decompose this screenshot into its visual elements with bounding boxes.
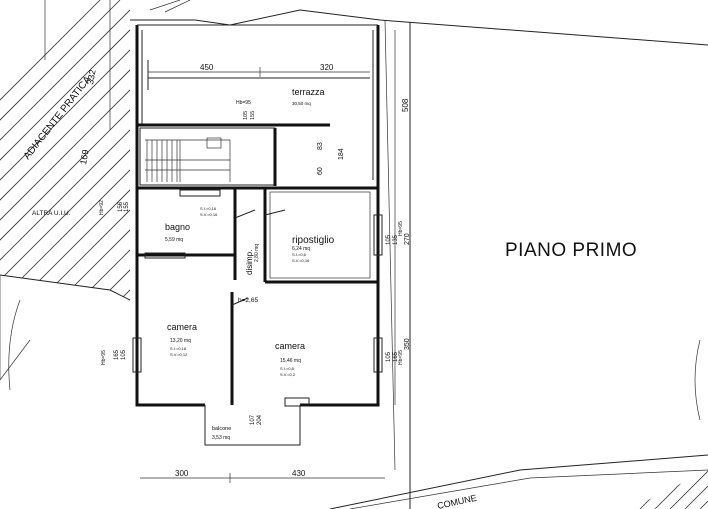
dim-right-mid-window2: 135 bbox=[393, 234, 399, 245]
room-ripostiglio-area: 6,24 mq bbox=[292, 246, 310, 252]
dim-stair-b: 184 bbox=[338, 148, 345, 160]
room-bagno-area: 5,59 mq bbox=[165, 237, 183, 243]
dim-right-low-window: 105 bbox=[386, 351, 392, 362]
room-camera-right-area: 15,46 mq bbox=[280, 358, 301, 364]
dim-stair-a: 83 bbox=[317, 142, 324, 150]
room-camera-right-sub2: S.V.=0,2 bbox=[280, 372, 296, 377]
room-ripostiglio-sub2: S.V.=0,16 bbox=[292, 258, 310, 263]
dim-right-low-hb: Hb=95 bbox=[398, 350, 404, 365]
dim-top-left: 450 bbox=[200, 63, 214, 72]
dim-bottom-right: 430 bbox=[292, 469, 306, 478]
dim-stair-c: 60 bbox=[317, 167, 324, 175]
road-boundary bbox=[329, 339, 708, 509]
room-bagno-name: bagno bbox=[165, 222, 190, 232]
room-terrazza-area: 30,50 mq bbox=[292, 101, 311, 106]
height-note: h=2,65 bbox=[238, 297, 258, 304]
room-ripostiglio-sub1: S.I.=0,6 bbox=[292, 252, 307, 257]
dim-top-right: 320 bbox=[320, 63, 334, 72]
room-disimp-name: disimp. bbox=[245, 250, 254, 275]
dim-left-side-b: 155 bbox=[124, 201, 130, 212]
room-camera-left-sub2: S.V.=0,12 bbox=[170, 352, 188, 357]
top-boundary bbox=[130, 0, 708, 46]
dim-left-window-hb: Hb=95 bbox=[101, 350, 107, 365]
dim-terr-win: 105 bbox=[243, 111, 249, 120]
room-camera-left-sub1: S.I.=0,16 bbox=[170, 346, 187, 351]
road-label: COMUNE bbox=[436, 493, 477, 509]
dim-balcony-h: 204 bbox=[257, 414, 263, 425]
dim-right-mid-window: 105 bbox=[386, 234, 392, 245]
dim-terr-win2: 155 bbox=[250, 111, 256, 120]
dim-bottom-left: 300 bbox=[175, 469, 189, 478]
floor-label: PIANO PRIMO bbox=[505, 240, 637, 261]
room-disimp-area: 2,80 mq bbox=[254, 244, 260, 262]
dim-balcony-w: 107 bbox=[250, 414, 256, 425]
room-bagno-sub2: S.V.=0,16 bbox=[200, 212, 218, 217]
dim-right-low: 350 bbox=[404, 338, 411, 350]
dimension-lines bbox=[140, 30, 396, 483]
room-ripostiglio-name: ripostiglio bbox=[292, 235, 335, 246]
neighbor-hatched-area bbox=[0, 0, 131, 391]
neighbor-dim-1: 332 bbox=[85, 69, 97, 86]
room-balcone-name: balcone bbox=[212, 426, 231, 432]
dim-left-side-c: Hb=92 bbox=[99, 200, 105, 215]
right-inner-line bbox=[384, 19, 396, 471]
room-camera-right-name: camera bbox=[275, 341, 305, 351]
dim-right-top: 508 bbox=[401, 98, 410, 112]
dim-right-low-window2: 165 bbox=[393, 351, 399, 362]
room-camera-left-name: camera bbox=[167, 322, 197, 332]
room-terrazza-name: terrazza bbox=[292, 87, 325, 97]
dim-right-mid-hb: Hb=95 bbox=[398, 221, 404, 236]
building-walls bbox=[132, 24, 383, 446]
room-camera-left-area: 13,20 mq bbox=[170, 338, 191, 344]
room-camera-right-sub1: S.I.=0,8 bbox=[280, 366, 295, 371]
neighbor-dim-2: 169 bbox=[78, 149, 90, 166]
dim-left-window: 105 bbox=[121, 349, 127, 360]
dim-right-mid: 270 bbox=[404, 233, 411, 245]
dim-left-side-a: 156 bbox=[118, 201, 124, 212]
dim-terr-hb: Hb=95 bbox=[236, 100, 251, 106]
room-balcone-area: 3,53 mq bbox=[212, 435, 230, 441]
neighbor-label-2: ALTRA U.I.U. bbox=[32, 210, 71, 217]
dim-left-window2: 165 bbox=[114, 349, 120, 360]
room-bagno-sub1: S.I.=0,16 bbox=[200, 206, 217, 211]
